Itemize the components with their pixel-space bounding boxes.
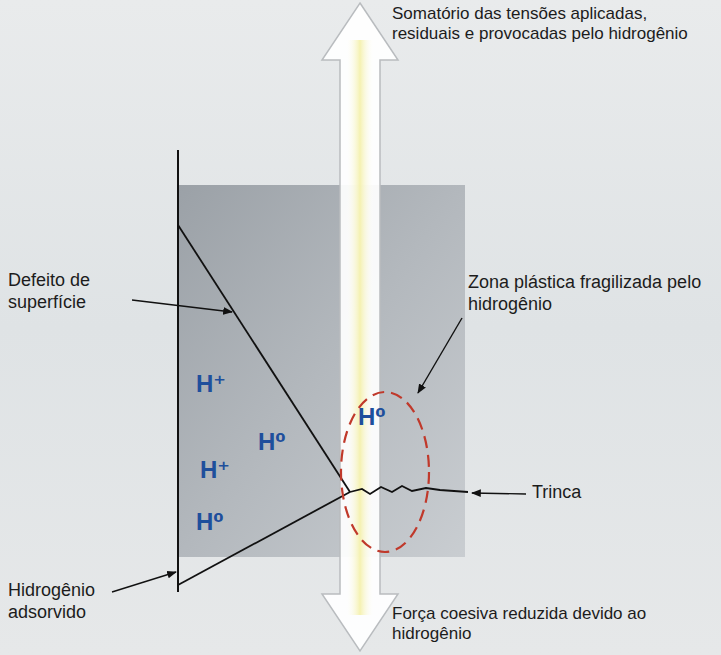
force-label: Força coesiva reduzida devido ao hidrogê… (392, 604, 714, 645)
leader-line (112, 572, 176, 592)
crack (350, 486, 468, 494)
stress-glow (346, 40, 374, 615)
ion-symbol: H⁺ (196, 372, 226, 396)
atom-symbol: H⁰ (358, 405, 386, 429)
surface-line (177, 150, 179, 592)
plastic-zone (341, 392, 429, 552)
zone-label: Zona plástica fragilizada pelo hidrogêni… (468, 272, 716, 315)
metal-block (178, 185, 465, 557)
atom-symbol: H⁰ (196, 510, 224, 534)
atom-symbol: H⁰ (258, 430, 286, 454)
callout-label: Trinca (532, 482, 652, 504)
callout-label: Hidrogênio adsorvido (8, 580, 128, 623)
callout-label: Defeito de superfície (8, 270, 130, 313)
notch-line (178, 492, 350, 585)
ion-symbol: H⁺ (200, 458, 230, 482)
leader-line (472, 493, 526, 494)
leader-line (132, 300, 232, 312)
notch-line (178, 225, 350, 492)
stress-label: Somatório das tensões aplicadas, residua… (392, 4, 714, 45)
leader-line (418, 318, 462, 393)
stress-double-arrow (322, 3, 398, 651)
